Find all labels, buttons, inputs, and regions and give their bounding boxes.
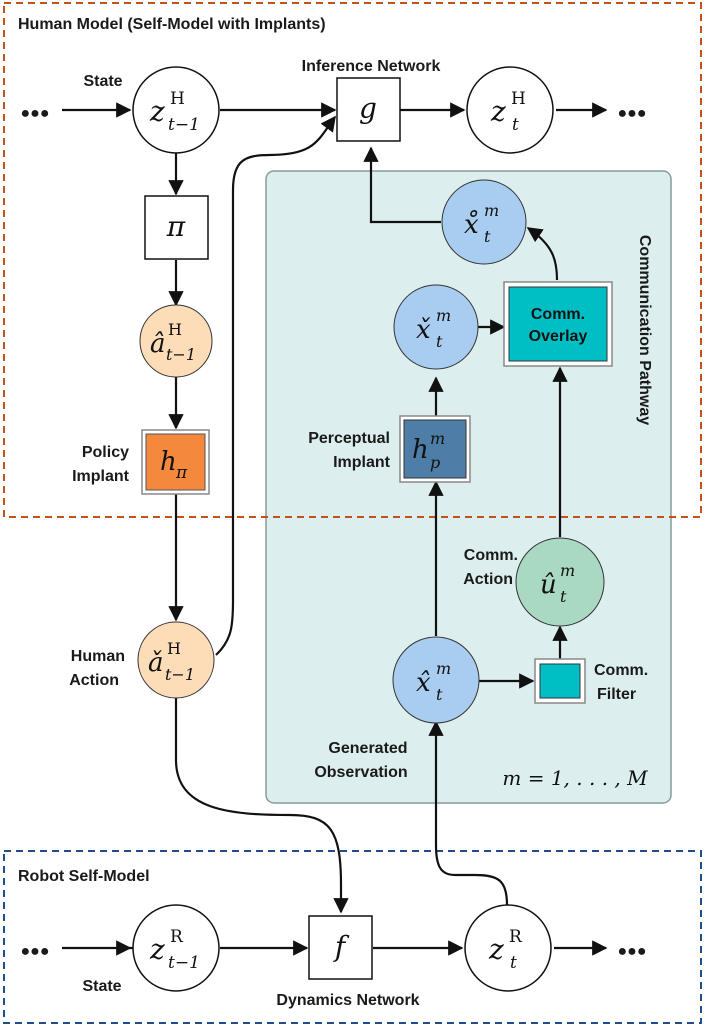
svg-text:z: z — [490, 95, 506, 128]
label-comm-filter-2: Filter — [597, 686, 636, 703]
robot-model-title: Robot Self-Model — [18, 868, 150, 885]
label-human-action-1: Human — [71, 648, 125, 665]
label-policy-implant-2: Implant — [72, 468, 130, 485]
edges — [62, 102, 608, 956]
svg-text:t−1: t−1 — [165, 665, 195, 684]
node-z-h-t: z H t — [466, 66, 554, 154]
label-human-action-2: Action — [69, 672, 119, 689]
ellipsis-bottom-left: ●●● — [21, 943, 50, 960]
svg-text:x̂: x̂ — [416, 668, 431, 698]
label-state-bottom: State — [82, 978, 121, 995]
svg-text:t: t — [560, 587, 567, 606]
label-comm-filter-1: Comm. — [594, 662, 648, 679]
label-policy-implant-1: Policy — [82, 444, 129, 461]
svg-text:t−1: t−1 — [168, 115, 200, 135]
svg-text:z: z — [488, 933, 504, 966]
svg-text:t: t — [436, 685, 443, 704]
svg-text:H: H — [511, 89, 526, 109]
label-comm-action-2: Action — [463, 571, 513, 588]
svg-text:m: m — [436, 306, 451, 325]
node-u-hat: û m t — [515, 537, 605, 627]
svg-text:H: H — [168, 320, 182, 339]
node-comm-overlay: Comm. Overlay — [503, 281, 613, 367]
node-a-hat-prev: â H t−1 — [139, 304, 213, 378]
label-generated-observation-2: Observation — [314, 764, 407, 781]
svg-text:ǎ: ǎ — [148, 648, 164, 678]
ellipsis-top-left: ●●● — [21, 105, 50, 122]
svg-text:●●●: ●●● — [618, 943, 647, 960]
svg-text:R: R — [170, 927, 184, 947]
label-generated-observation-1: Generated — [328, 740, 407, 757]
svg-text:g: g — [359, 92, 377, 125]
node-a-check-prev: ǎ H t−1 — [137, 621, 215, 699]
label-dynamics-network: Dynamics Network — [276, 992, 419, 1009]
svg-text:π: π — [166, 210, 186, 243]
svg-text:t: t — [510, 953, 517, 973]
svg-text:●●●: ●●● — [21, 943, 50, 960]
svg-text:z: z — [149, 95, 165, 128]
node-comm-filter — [534, 658, 586, 704]
node-x-hat: x̂ m t — [392, 636, 480, 724]
svg-text:x̊: x̊ — [464, 210, 479, 240]
svg-text:m: m — [430, 429, 445, 448]
node-x-ring: x̊ m t — [441, 179, 527, 265]
svg-text:Comm.: Comm. — [531, 306, 585, 323]
node-f-box: f — [308, 915, 373, 980]
svg-text:z: z — [149, 933, 165, 966]
node-x-check: x̌ m t — [393, 284, 479, 370]
svg-text:û: û — [540, 570, 557, 600]
label-state-top: State — [83, 73, 122, 90]
svg-text:h: h — [412, 435, 429, 465]
svg-text:H: H — [167, 639, 181, 658]
svg-text:●●●: ●●● — [618, 105, 647, 122]
svg-text:m: m — [560, 561, 575, 580]
svg-text:π: π — [175, 463, 188, 483]
label-inference-network: Inference Network — [302, 58, 441, 75]
node-perceptual-implant: h m p — [399, 415, 471, 483]
node-g-box: g — [336, 77, 401, 142]
node-policy-implant: h π — [141, 429, 210, 495]
svg-text:Overlay: Overlay — [529, 328, 588, 345]
node-z-r-prev: z R t−1 — [132, 904, 220, 992]
node-z-h-prev: z H t−1 — [132, 66, 220, 154]
label-perceptual-implant-2: Implant — [333, 454, 391, 471]
node-pi-box: π — [144, 195, 209, 260]
node-z-r-t: z R t — [464, 904, 552, 992]
svg-text:â: â — [150, 329, 166, 359]
svg-text:H: H — [170, 89, 185, 109]
svg-text:h: h — [160, 447, 177, 477]
human-model-title: Human Model (Self-Model with Implants) — [18, 16, 326, 33]
human-model-region — [3, 2, 702, 518]
svg-text:m: m — [436, 659, 451, 678]
robot-model-region — [3, 850, 702, 1024]
svg-text:t−1: t−1 — [168, 953, 200, 973]
svg-text:t−1: t−1 — [166, 345, 196, 364]
svg-text:p: p — [430, 453, 440, 472]
svg-text:x̌: x̌ — [416, 315, 431, 345]
comm-pathway-label: Communication Pathway — [636, 235, 653, 425]
svg-text:t: t — [484, 227, 491, 246]
ellipsis-top-right: ●●● — [618, 105, 647, 122]
plate-label: m = 1, . . . , M — [502, 766, 648, 790]
svg-text:m: m — [484, 201, 499, 220]
svg-text:t: t — [436, 332, 443, 351]
label-comm-action-1: Comm. — [464, 547, 518, 564]
svg-text:●●●: ●●● — [21, 105, 50, 122]
label-perceptual-implant-1: Perceptual — [308, 430, 390, 447]
svg-text:R: R — [509, 927, 523, 947]
svg-text:t: t — [512, 115, 519, 135]
ellipsis-bottom-right: ●●● — [618, 943, 647, 960]
